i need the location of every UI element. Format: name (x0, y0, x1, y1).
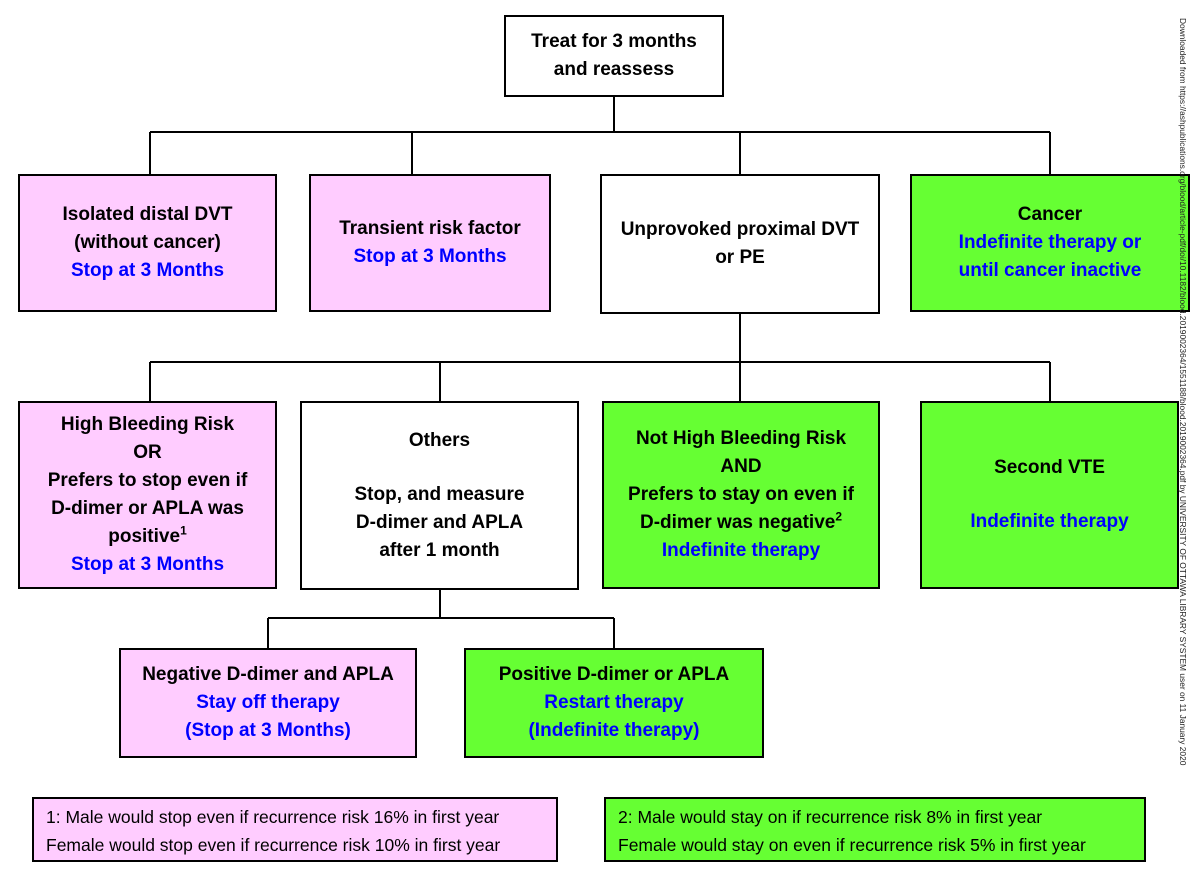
positive-ddimer-box: Positive D-dimer or APLA Restart therapy… (464, 648, 764, 758)
action-text: Stay off therapy (196, 692, 340, 713)
transient-risk-factor-box: Transient risk factor Stop at 3 Months (309, 174, 551, 312)
action-text: Restart therapy (544, 692, 684, 713)
cancer-box: Cancer Indefinite therapy or until cance… (910, 174, 1190, 312)
box-line: Transient risk factor (339, 218, 521, 239)
box-line: D-dimer or APLA was (51, 498, 244, 519)
box-line: Prefers to stop even if (47, 470, 248, 491)
box-line: D-dimer was negative2 (640, 509, 842, 537)
unprovoked-proximal-dvt-box: Unprovoked proximal DVT or PE (600, 174, 880, 314)
box-line: Others (408, 429, 471, 451)
box-line: Positive D-dimer or APLA (498, 664, 730, 685)
action-text: Indefinite therapy (661, 540, 821, 561)
action-text: Stop at 3 Months (70, 260, 225, 281)
action-text: until cancer inactive (958, 260, 1142, 281)
not-high-bleeding-risk-box: Not High Bleeding Risk AND Prefers to st… (602, 401, 880, 589)
negative-ddimer-box: Negative D-dimer and APLA Stay off thera… (119, 648, 417, 758)
footnote-line: Female would stay on even if recurrence … (618, 835, 1086, 855)
footnote-2: 2: Male would stay on if recurrence risk… (604, 797, 1146, 862)
box-line: D-dimer and APLA (355, 511, 524, 533)
root-line1: Treat for 3 months (531, 31, 697, 52)
box-line: after 1 month (379, 539, 500, 561)
box-line-text: positive (108, 526, 181, 547)
footnote-line: 1: Male would stop even if recurrence ri… (46, 807, 500, 827)
box-line: Prefers to stay on even if (628, 484, 854, 505)
box-line: or PE (715, 247, 765, 268)
box-line: Isolated distal DVT (62, 204, 233, 225)
box-line-text: D-dimer was negative (639, 512, 836, 533)
footnote-1: 1: Male would stop even if recurrence ri… (32, 797, 558, 862)
action-text: Indefinite therapy (970, 511, 1129, 532)
box-line: (without cancer) (74, 232, 221, 253)
box-line: Stop, and measure (354, 483, 525, 505)
box-line: Unprovoked proximal DVT (620, 219, 860, 240)
action-text: (Indefinite therapy) (528, 720, 700, 741)
action-text: Indefinite therapy or (958, 232, 1142, 253)
isolated-distal-dvt-box: Isolated distal DVT (without cancer) Sto… (18, 174, 277, 312)
box-line: OR (133, 442, 162, 463)
root-box: Treat for 3 months and reassess (504, 15, 724, 97)
box-line: Not High Bleeding Risk (635, 428, 847, 449)
box-line: High Bleeding Risk (60, 414, 235, 435)
high-bleeding-risk-box: High Bleeding Risk OR Prefers to stop ev… (18, 401, 277, 589)
box-line: Negative D-dimer and APLA (142, 664, 394, 685)
footnote-line: 2: Male would stay on if recurrence risk… (618, 807, 1043, 827)
second-vte-box: Second VTE Indefinite therapy (920, 401, 1179, 589)
download-watermark: Downloaded from https://ashpublications.… (1178, 18, 1188, 766)
action-text: (Stop at 3 Months) (185, 720, 351, 741)
action-text: Stop at 3 Months (353, 246, 507, 267)
box-line: Second VTE (994, 457, 1105, 478)
footnote-line: Female would stop even if recurrence ris… (46, 835, 501, 855)
footnote-marker: 1 (180, 523, 187, 538)
box-line: AND (720, 456, 762, 477)
footnote-marker: 2 (835, 509, 843, 524)
action-text: Stop at 3 Months (70, 554, 225, 575)
root-line2: and reassess (553, 59, 675, 80)
others-box: Others Stop, and measure D-dimer and APL… (300, 401, 579, 590)
box-line: positive1 (108, 523, 187, 551)
box-line: Cancer (1017, 204, 1083, 225)
